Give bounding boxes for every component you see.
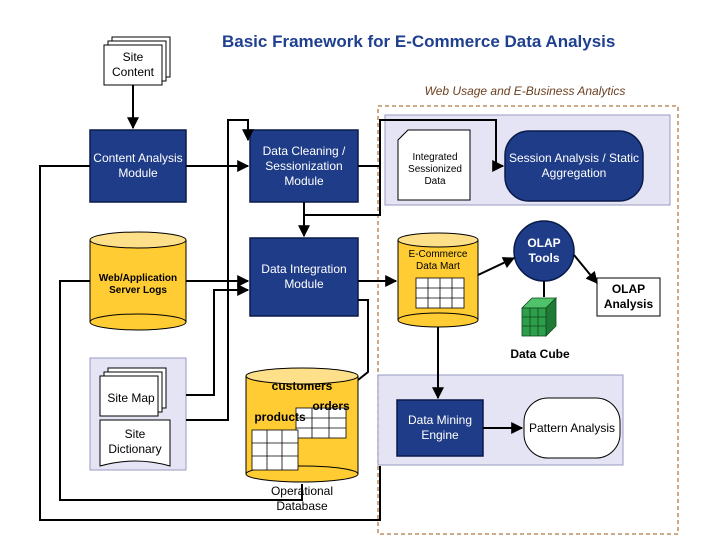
site-content-label: Site Content [111, 50, 155, 79]
server-logs-label: Web/Application Server Logs [98, 273, 178, 296]
diagram-title: Basic Framework for E-Commerce Data Anal… [222, 32, 616, 51]
analytics-region [377, 105, 679, 535]
data-mart-cylinder [397, 232, 479, 328]
session-analysis-box [504, 130, 644, 202]
data-mining-label: Data Mining Engine [407, 413, 473, 442]
orders-label: orders [312, 398, 350, 413]
site-content-documents [103, 36, 171, 86]
olap-analysis-box [596, 277, 661, 317]
site-map-documents [99, 367, 167, 417]
data-mining-box [396, 399, 484, 457]
olap-analysis-label: OLAP Analysis [603, 282, 654, 311]
diagram-subtitle: Web Usage and E-Business Analytics [424, 84, 626, 98]
data-cleaning-module [249, 129, 359, 203]
data-integration-label: Data Integration Module [261, 262, 347, 291]
data-integration-module [249, 237, 359, 317]
site-map-label: Site Map [107, 390, 155, 405]
data-mart-label: E-Commerce Data Mart [408, 249, 468, 272]
site-dictionary-document [99, 419, 171, 467]
integrated-sessionized-label: Integrated Sessionized Data [408, 152, 462, 187]
content-analysis-label: Content Analysis Module [93, 151, 183, 180]
integrated-sessionized-data-shape [397, 129, 471, 201]
session-analysis-label: Session Analysis / Static Aggregation [508, 151, 640, 180]
server-logs-cylinder [89, 231, 187, 331]
connectors [39, 85, 598, 521]
data-cube-label: Data Cube [510, 346, 570, 361]
pattern-analysis-box [523, 397, 621, 459]
operational-database-cylinder [245, 367, 359, 483]
products-label: products [254, 409, 306, 424]
data-cleaning-label: Data Cleaning / Sessionization Module [262, 143, 346, 188]
site-dictionary-label: Site Dictionary [108, 427, 162, 456]
customers-label: customers [271, 378, 333, 393]
data-cube-shape [521, 297, 557, 337]
pattern-analysis-label: Pattern Analysis [528, 420, 616, 435]
operational-database-label: Operational Database [270, 484, 334, 513]
olap-tools-label: OLAP Tools [527, 236, 561, 265]
